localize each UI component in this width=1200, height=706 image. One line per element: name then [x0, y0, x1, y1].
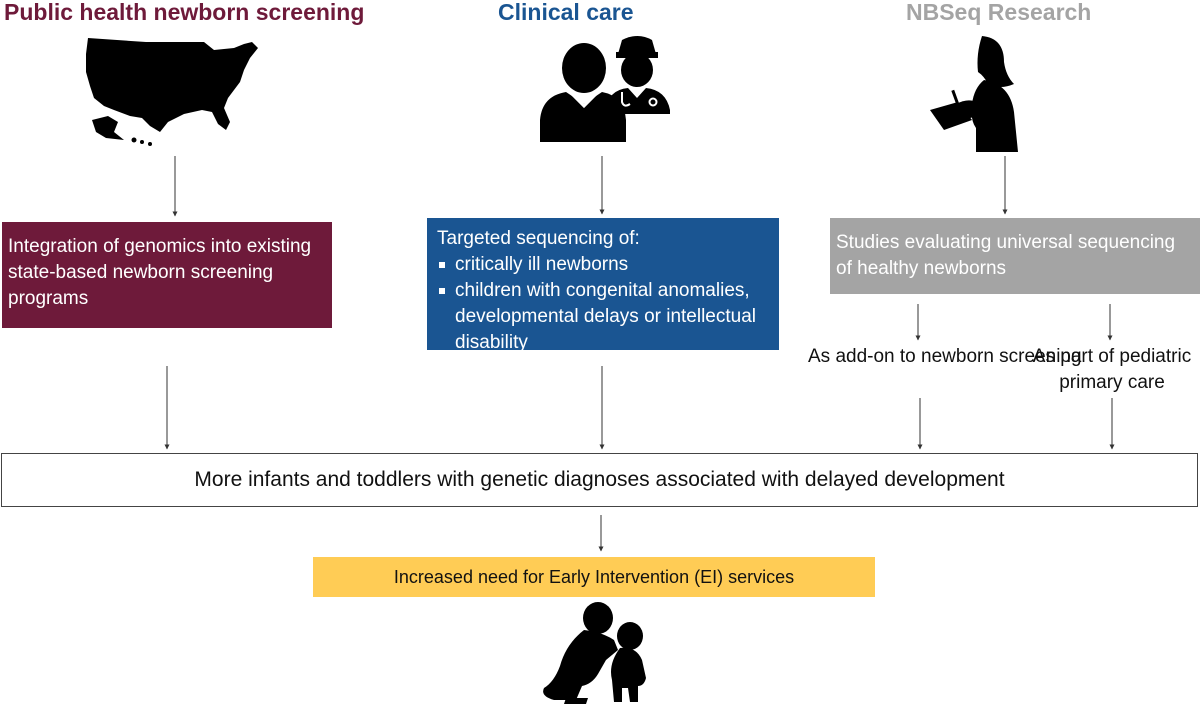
outcome-text: More infants and toddlers with genetic d… [194, 468, 1005, 491]
bullet-congenital-anomalies: children with congenital anomalies, deve… [437, 278, 775, 356]
bullet-critically-ill: critically ill newborns [437, 252, 775, 278]
heading-nbseq-research: NBSeq Research [906, 0, 1092, 25]
branch-pediatric-primary-care: As part of pediatric primary care [1032, 346, 1192, 393]
branch-add-on-newborn-screening: As add-on to newborn screening [808, 346, 1082, 367]
box-nbseq-research: Studies evaluating universal sequencing … [830, 218, 1200, 294]
researcher-with-clipboard-icon [930, 36, 1018, 152]
box-clinical-bullets: critically ill newborns children with co… [437, 252, 775, 356]
usa-map-icon [86, 38, 258, 146]
ei-services-text: Increased need for Early Intervention (E… [393, 566, 795, 587]
box-nbseq-text: Studies evaluating universal sequencing … [836, 232, 1176, 279]
heading-public-health: Public health newborn screening [4, 0, 365, 25]
ei-services-box: Increased need for Early Intervention (E… [313, 557, 875, 597]
box-public-health: Integration of genomics into existing st… [2, 222, 332, 328]
box-clinical-intro: Targeted sequencing of: [437, 228, 640, 249]
box-public-health-text: Integration of genomics into existing st… [8, 236, 312, 309]
outcome-box: More infants and toddlers with genetic d… [1, 453, 1198, 507]
patient-and-doctor-icon [540, 36, 670, 142]
box-clinical-care: Targeted sequencing of: critically ill n… [427, 218, 779, 353]
heading-clinical-care: Clinical care [498, 0, 634, 25]
adult-and-child-icon [543, 602, 646, 704]
